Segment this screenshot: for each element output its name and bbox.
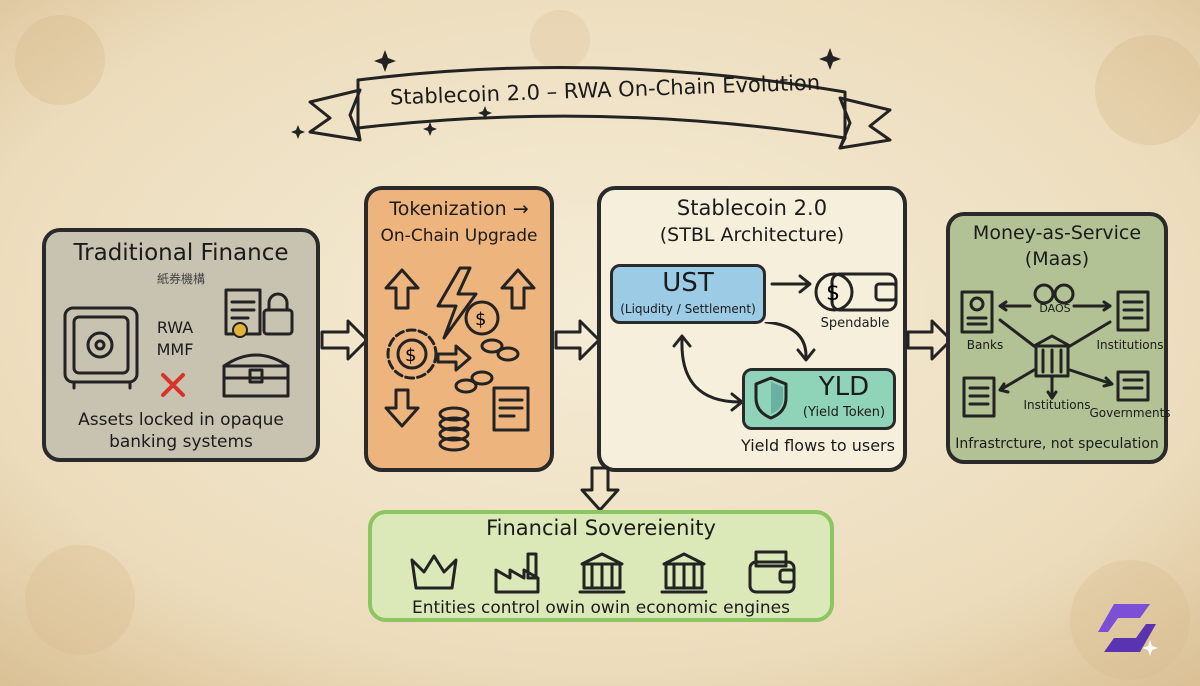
wallet-coin-icon: $ xyxy=(814,272,898,312)
lightning-icon xyxy=(436,266,478,340)
ust-token-card xyxy=(610,264,766,324)
yld-label: YLD xyxy=(818,372,870,402)
tokenization-panel xyxy=(364,186,554,472)
daos-label: DAOS xyxy=(1039,302,1071,315)
coin-pair-icon xyxy=(1033,283,1075,305)
traditional-caption-line2: banking systems xyxy=(109,432,253,452)
ust-sublabel: (Liqudity / Settlement) xyxy=(620,302,756,316)
wallet-cash-icon xyxy=(748,550,796,594)
factory-icon xyxy=(494,552,540,594)
tokenization-title-line1: Tokenization → xyxy=(389,198,529,220)
flow-arrows xyxy=(672,322,816,412)
tokenization-title-line2: On-Chain Upgrade xyxy=(380,226,538,246)
sovereignty-title: Financial Sovereienity xyxy=(486,516,716,540)
maas-network xyxy=(960,283,1150,418)
shield-icon xyxy=(754,376,788,420)
chain-icon xyxy=(454,338,520,394)
documents-lock-icon xyxy=(224,288,294,338)
institutions-bottom-label: Institutions xyxy=(1023,398,1091,412)
arrow-down-icon xyxy=(384,388,420,428)
governments-label: Governments xyxy=(1089,406,1171,420)
spendable-label: Spendable xyxy=(820,316,890,331)
rwa-label: RWA xyxy=(156,318,194,337)
arrow-down-icon xyxy=(580,466,620,512)
stablecoin-title-line1: Stablecoin 2.0 xyxy=(676,196,828,220)
traditional-finance-title: Traditional Finance xyxy=(73,240,289,266)
arrow-right-icon xyxy=(906,319,953,361)
gear-dollar-icon: $ $ xyxy=(386,300,500,380)
government-building-icon xyxy=(1032,334,1072,378)
arrow-right-icon xyxy=(554,319,601,361)
x-mark-icon xyxy=(161,373,185,397)
coin-stack-icon xyxy=(438,406,470,452)
vault-icon xyxy=(63,306,139,390)
maas-caption: Infrastrcture, not speculation xyxy=(955,436,1159,452)
bank-building-icon xyxy=(962,376,996,418)
bank-building-icon xyxy=(1116,370,1150,402)
maas-title-line2: (Maas) xyxy=(1024,248,1090,270)
yld-sublabel: (Yield Token) xyxy=(802,405,886,420)
arrow-right-icon xyxy=(320,319,369,361)
brand-logo-icon xyxy=(1098,604,1158,656)
mmf-label: MMF xyxy=(156,340,194,359)
yield-caption: Yield flows to users xyxy=(741,436,895,455)
title-banner xyxy=(291,48,892,150)
bank-building-icon xyxy=(660,552,708,594)
arrow-up-icon xyxy=(500,268,536,310)
traditional-caption-line1: Assets locked in opaque xyxy=(78,410,284,430)
sovereignty-icons xyxy=(410,550,796,594)
maas-title-line1: Money-as-Service xyxy=(972,222,1142,244)
arrow-up-icon xyxy=(384,268,420,310)
crown-icon xyxy=(410,554,458,590)
treasure-chest-icon xyxy=(222,353,290,398)
institutions-top-label: Institutions xyxy=(1096,338,1164,352)
svg-text:$: $ xyxy=(826,281,840,306)
arrow-right-icon xyxy=(770,274,812,294)
government-building-icon xyxy=(578,552,626,594)
traditional-finance-subtitle: 紙券機構 xyxy=(156,272,205,286)
bank-building-icon xyxy=(1116,290,1150,332)
sovereignty-caption: Entities control owin owin economic engi… xyxy=(411,598,790,618)
document-icon xyxy=(492,386,530,432)
traditional-finance-panel xyxy=(42,228,320,462)
stablecoin-title-line2: (STBL Architecture) xyxy=(659,224,845,246)
banks-label: Banks xyxy=(966,338,1004,352)
tokenization-illustration: $ $ xyxy=(384,266,536,452)
svg-text:$: $ xyxy=(405,345,416,366)
svg-text:$: $ xyxy=(475,309,486,330)
ust-label: UST xyxy=(662,268,714,298)
bank-building-icon xyxy=(960,290,994,334)
